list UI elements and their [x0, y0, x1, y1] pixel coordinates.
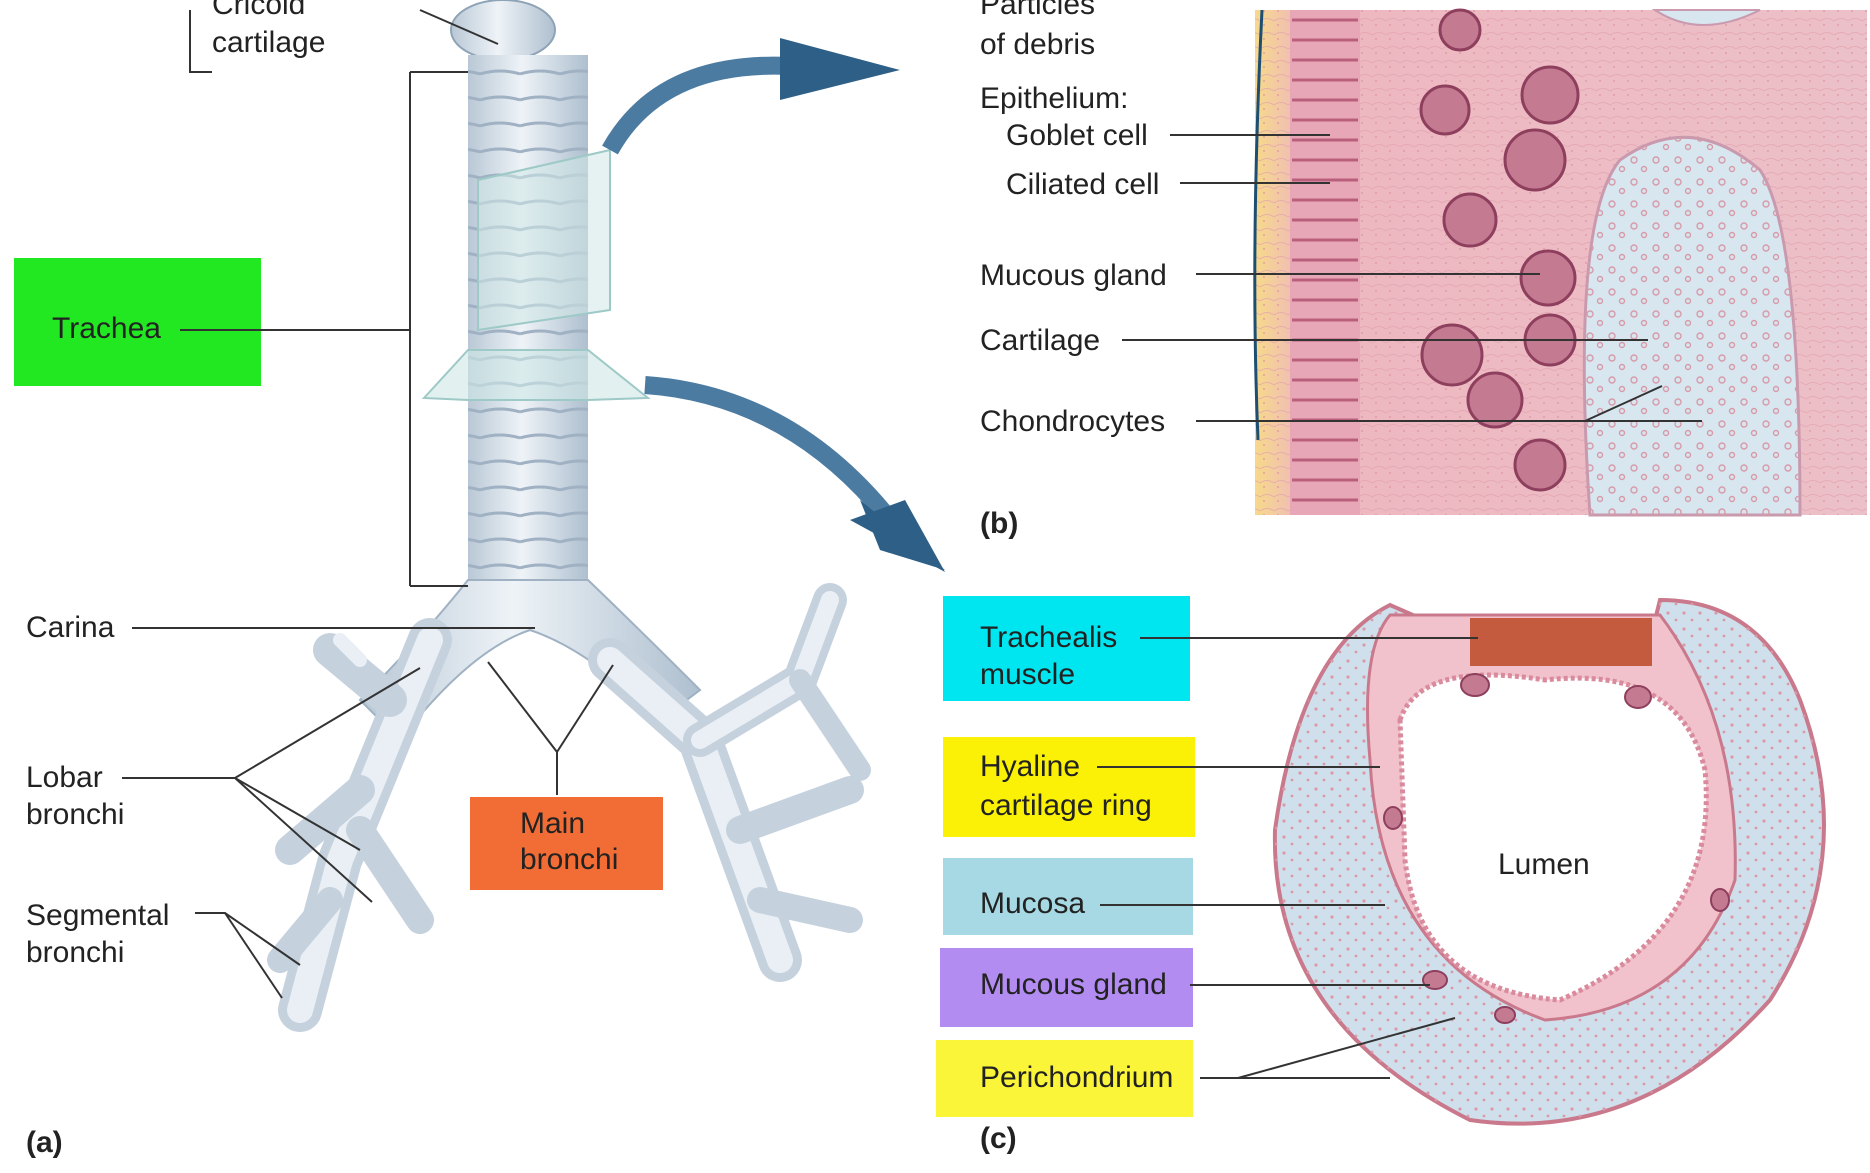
trachealis-label-line2: muscle [980, 658, 1075, 691]
arrow-head-c2 [850, 500, 945, 572]
hyaline-label-line1: Hyaline [980, 750, 1080, 783]
arrows [610, 38, 945, 572]
section-slab-cross [424, 350, 648, 400]
segmental-label-line2: bronchi [26, 936, 124, 969]
ciliated-cell-label: Ciliated cell [1006, 168, 1159, 201]
particles-label-line2: of debris [980, 28, 1095, 61]
trachealis-muscle-band [1470, 618, 1652, 666]
lobar-label-line1: Lobar [26, 761, 103, 794]
panel-b-histology [1255, 10, 1867, 515]
panel-b-mucous-gland-label: Mucous gland [980, 259, 1167, 292]
cricoid-label-line2: cartilage [212, 26, 325, 59]
trachea-label: Trachea [52, 312, 161, 345]
chondrocytes-label: Chondrocytes [980, 405, 1165, 438]
epithelium-label: Epithelium: [980, 82, 1128, 115]
mucosa-label: Mucosa [980, 887, 1085, 920]
particles-label-line1: Particles [980, 0, 1095, 21]
panel-c-letter: (c) [980, 1122, 1017, 1155]
carina-label: Carina [26, 611, 115, 644]
segmental-label-line1: Segmental [26, 899, 169, 932]
arrow-to-b [610, 66, 790, 150]
lobar-label-line2: bronchi [26, 798, 124, 831]
main-bronchi-label-line2: bronchi [520, 843, 618, 876]
arrow-head-b [780, 38, 900, 100]
panel-b-letter: (b) [980, 507, 1018, 540]
panel-a-letter: (a) [26, 1126, 63, 1159]
perichondrium-label: Perichondrium [980, 1061, 1173, 1094]
arrow-to-c [645, 385, 890, 520]
panel-c-mucous-gland-label: Mucous gland [980, 968, 1167, 1001]
epithelium-layer [1290, 10, 1360, 515]
main-bronchi-label-line1: Main [520, 807, 585, 840]
left-bronchial-tree [280, 640, 430, 1010]
goblet-cell-label: Goblet cell [1006, 119, 1148, 152]
lumen-label: Lumen [1498, 848, 1590, 881]
cricoid-label-line1: Cricoid [212, 0, 305, 21]
section-slab-longitudinal [478, 150, 610, 330]
hyaline-label-line2: cartilage ring [980, 789, 1152, 822]
trachealis-label-line1: Trachealis [980, 621, 1117, 654]
panel-b-cartilage-label: Cartilage [980, 324, 1100, 357]
